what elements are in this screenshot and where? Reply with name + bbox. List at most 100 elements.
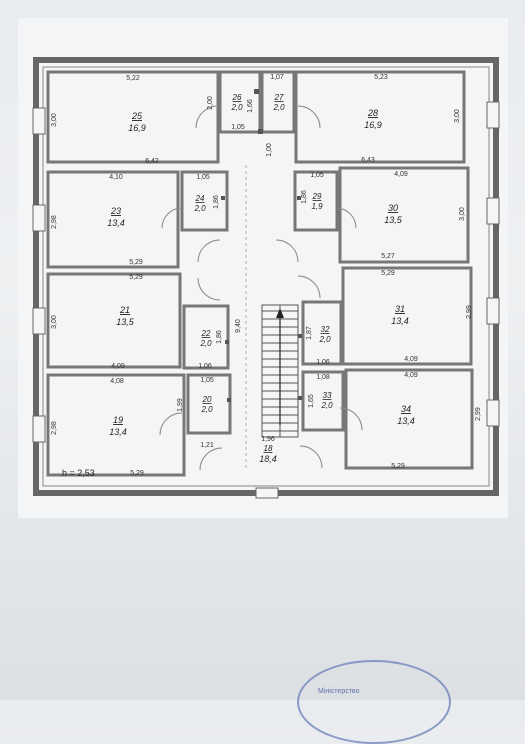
dimension: 1,05 xyxy=(231,124,245,131)
door-swing xyxy=(197,239,221,263)
window xyxy=(32,415,46,443)
dimension: 5,23 xyxy=(374,74,388,81)
stair-arrow-head xyxy=(276,308,284,318)
room-area: 18,4 xyxy=(259,454,277,464)
room-area: 13,4 xyxy=(109,427,127,437)
windows xyxy=(32,101,500,499)
room-number: 28 xyxy=(367,108,378,118)
room-27-walls xyxy=(260,70,296,134)
dimension: 1,06 xyxy=(198,363,212,370)
dimension: 3,00 xyxy=(51,315,58,329)
dimension: 1,65 xyxy=(308,394,315,408)
dimension: 2,99 xyxy=(475,407,482,421)
room-22-walls xyxy=(182,304,230,370)
dimension: 2,98 xyxy=(51,215,58,229)
room-31-walls xyxy=(341,266,473,366)
door-swing xyxy=(297,105,321,129)
dimension: 1,07 xyxy=(270,74,284,81)
dimension: 1,05 xyxy=(310,172,324,179)
official-stamp xyxy=(297,660,451,744)
room-number: 25 xyxy=(131,111,143,121)
room-28-walls xyxy=(294,70,466,164)
window xyxy=(486,297,500,325)
dimension: 9,40 xyxy=(235,319,242,333)
dimension: 5,29 xyxy=(129,259,143,266)
room-number: 34 xyxy=(401,404,411,414)
room-area: 13,4 xyxy=(107,218,125,228)
door-swing xyxy=(197,277,221,301)
room-area: 13,5 xyxy=(384,215,403,225)
room-number: 22 xyxy=(201,329,211,338)
door-swing xyxy=(159,412,183,436)
room-area: 16,9 xyxy=(364,120,382,130)
room-area: 2,0 xyxy=(230,103,243,112)
room-area: 13,4 xyxy=(391,316,409,326)
dimension: 1,08 xyxy=(316,374,330,381)
window xyxy=(32,204,46,232)
door-swing xyxy=(161,207,183,229)
room-20-walls xyxy=(186,373,232,435)
room-area: 2,0 xyxy=(318,335,331,344)
room-number: 24 xyxy=(195,194,205,203)
dimension-labels: 5,22 1,07 5,23 3,00 3,00 1,66 2,00 1,05 … xyxy=(51,74,482,477)
dimension: 1,05 xyxy=(196,174,210,181)
outer-wall-inner-line xyxy=(42,66,490,487)
dimension: 4,08 xyxy=(110,378,124,385)
dimension: 5,29 xyxy=(391,463,405,470)
room-labels: 25 16,9 26 2,0 27 2,0 28 16,9 23 13,4 24… xyxy=(107,93,415,464)
dimension: 3,00 xyxy=(459,207,466,221)
dimension: 5,29 xyxy=(130,470,144,477)
room-number: 31 xyxy=(395,304,405,314)
room-number: 18 xyxy=(264,444,273,453)
door-swing xyxy=(199,447,223,471)
dimension: 5,22 xyxy=(126,75,140,82)
dimension: 1,96 xyxy=(261,436,275,443)
fixture xyxy=(258,129,263,134)
room-area: 2,0 xyxy=(200,405,213,414)
dimension: 2,99 xyxy=(466,305,473,319)
fixture xyxy=(221,196,225,200)
room-area: 1,9 xyxy=(311,202,323,211)
door-swing xyxy=(299,445,323,469)
dimension: 4,10 xyxy=(109,174,123,181)
door-swing xyxy=(339,407,363,431)
dimension: 4,09 xyxy=(111,363,125,370)
dimension: 1,99 xyxy=(177,398,184,412)
floor-plan: 25 16,9 26 2,0 27 2,0 28 16,9 23 13,4 24… xyxy=(18,18,508,518)
dimension: 2,98 xyxy=(51,421,58,435)
window xyxy=(32,107,46,135)
room-number: 26 xyxy=(232,93,242,102)
room-26-walls xyxy=(218,70,262,134)
room-area: 13,5 xyxy=(116,317,135,327)
dimension: 1,86 xyxy=(213,195,220,209)
room-number: 19 xyxy=(113,415,123,425)
room-number: 27 xyxy=(274,93,284,102)
room-number: 21 xyxy=(119,305,130,315)
room-number: 23 xyxy=(110,206,121,216)
room-34-walls xyxy=(344,368,474,470)
room-number: 33 xyxy=(323,391,332,400)
dimension: 1,06 xyxy=(316,359,330,366)
door-swing xyxy=(336,207,357,229)
fixture xyxy=(254,89,259,94)
window xyxy=(486,197,500,225)
room-area: 2,0 xyxy=(193,204,206,213)
dimension: 1,05 xyxy=(200,377,214,384)
fixture xyxy=(297,196,301,200)
window xyxy=(32,307,46,335)
interior-walls xyxy=(46,70,474,477)
dimension: 2,00 xyxy=(207,96,214,110)
dimension: 3,00 xyxy=(51,113,58,127)
room-area: 2,0 xyxy=(320,401,333,410)
room-29-walls xyxy=(293,170,339,232)
ceiling-height-note: h = 2,53 xyxy=(62,468,95,478)
room-32-walls xyxy=(301,300,343,366)
fixture xyxy=(298,396,302,400)
dimension: 1,87 xyxy=(306,326,313,340)
room-30-walls xyxy=(338,166,470,264)
dimension: 5,27 xyxy=(381,253,395,260)
door-swings xyxy=(159,105,363,471)
room-area: 2,0 xyxy=(199,339,212,348)
dimension: 4,09 xyxy=(404,372,418,379)
entrance-door xyxy=(255,487,279,499)
